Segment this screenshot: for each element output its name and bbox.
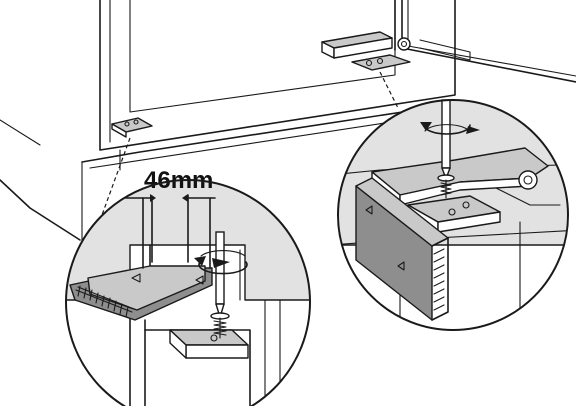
rotate-arrow-icon-right (420, 122, 480, 135)
screwdriver-icon-right (441, 99, 451, 177)
cabinet-overview (0, 0, 576, 246)
detail-circle-right (337, 99, 569, 331)
screw-icon (210, 312, 230, 339)
hinge-bracket-top (321, 31, 411, 71)
screw-icon-right (437, 174, 455, 199)
ribbed-edge-left (75, 285, 135, 318)
dimension-marker (125, 194, 216, 269)
hinge-bracket-left (111, 117, 153, 138)
detail-circle-left: 46mm (65, 167, 311, 406)
ribbed-edge-right (431, 237, 449, 321)
leader-line-right (379, 71, 399, 109)
rotate-arrow-icon (194, 250, 248, 275)
